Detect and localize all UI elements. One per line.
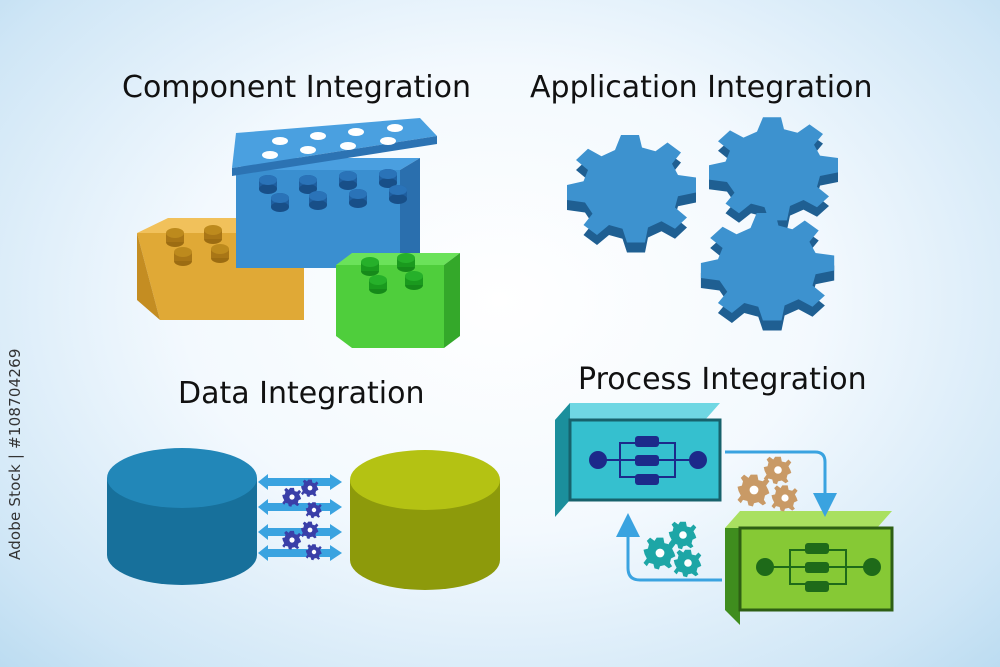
title-application-integration: Application Integration: [530, 70, 873, 105]
blue-block-lid: [232, 118, 437, 176]
data-transfer-arrows: [258, 474, 342, 561]
flow-arrow-to-cyan: [616, 513, 722, 582]
gear-large-left: [567, 135, 696, 253]
blue-block: [236, 158, 420, 268]
flow-arrow-to-green: [725, 450, 837, 517]
database-cylinder-left: [107, 448, 257, 585]
data-gears: [282, 479, 322, 561]
title-process-integration: Process Integration: [578, 362, 867, 397]
process-gears-orange: [737, 456, 798, 512]
process-integration-graphic: [555, 403, 894, 625]
process-box-green: [725, 511, 894, 625]
application-integration-graphic: [567, 117, 838, 331]
title-component-integration: Component Integration: [122, 70, 472, 105]
process-box-cyan: [555, 403, 722, 517]
gear-large-bottom: [700, 213, 835, 331]
process-gears-teal: [643, 521, 702, 578]
database-cylinder-right: [350, 450, 500, 590]
title-data-integration: Data Integration: [178, 376, 425, 411]
data-integration-graphic: [107, 448, 500, 590]
green-block: [336, 253, 460, 348]
component-integration-graphic: [137, 118, 460, 348]
